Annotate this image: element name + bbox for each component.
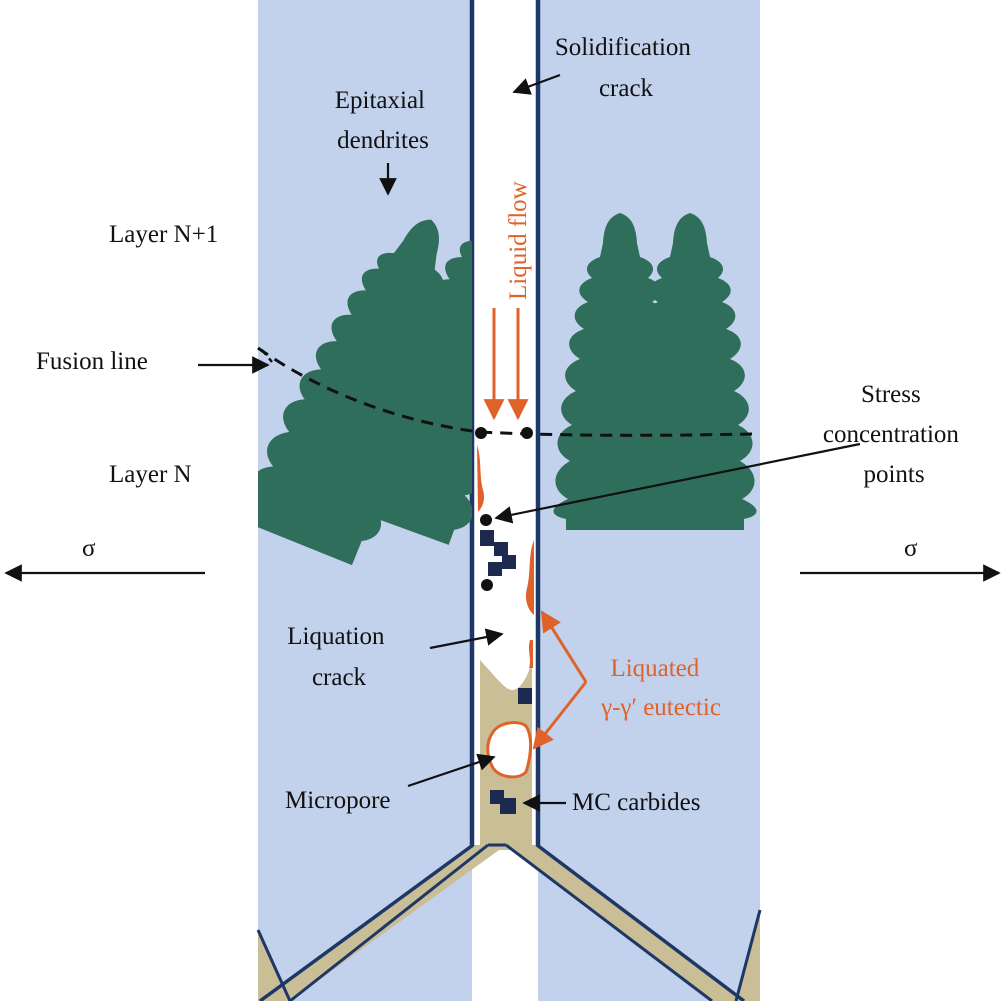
micropore-label: Micropore <box>285 787 391 814</box>
layer-n-label: Layer N <box>109 461 192 488</box>
solidification-crack-arrow <box>512 73 561 95</box>
mc-carbides <box>480 530 532 814</box>
micropore-arrow <box>407 753 496 788</box>
crack-opening <box>472 0 538 690</box>
liquated-eutectic-films <box>477 445 534 668</box>
sigma-right-label: σ <box>904 535 918 562</box>
liquated-eutectic-label: Liquated γ-γ′ eutectic <box>600 655 721 721</box>
left-dendrites <box>258 206 472 566</box>
stress-concentration-label: Stress concentration points <box>823 381 965 488</box>
micropore <box>486 721 533 779</box>
stress-concentration-points <box>475 427 533 591</box>
epitaxial-dendrites-label: Epitaxial dendrites <box>335 87 432 154</box>
grain-boundary-network <box>256 843 762 1001</box>
liquated-eutectic-arrows <box>532 610 588 750</box>
fusion-line <box>257 346 753 437</box>
mc-carbides-label: MC carbides <box>572 789 700 816</box>
liquation-crack-label: Liquation crack <box>287 623 390 691</box>
solidification-crack-label: Solidification crack <box>555 34 697 102</box>
right-dendrites <box>553 213 757 530</box>
liquation-crack-arrow <box>429 628 504 650</box>
layer-n-plus-1-label: Layer N+1 <box>109 221 218 248</box>
fusion-line-label: Fusion line <box>36 348 148 375</box>
stress-concentration-arrow <box>494 442 861 524</box>
liquid-flow-arrows <box>483 308 529 421</box>
sigma-left-label: σ <box>82 535 96 562</box>
liquid-flow-label: Liquid flow <box>505 181 532 300</box>
